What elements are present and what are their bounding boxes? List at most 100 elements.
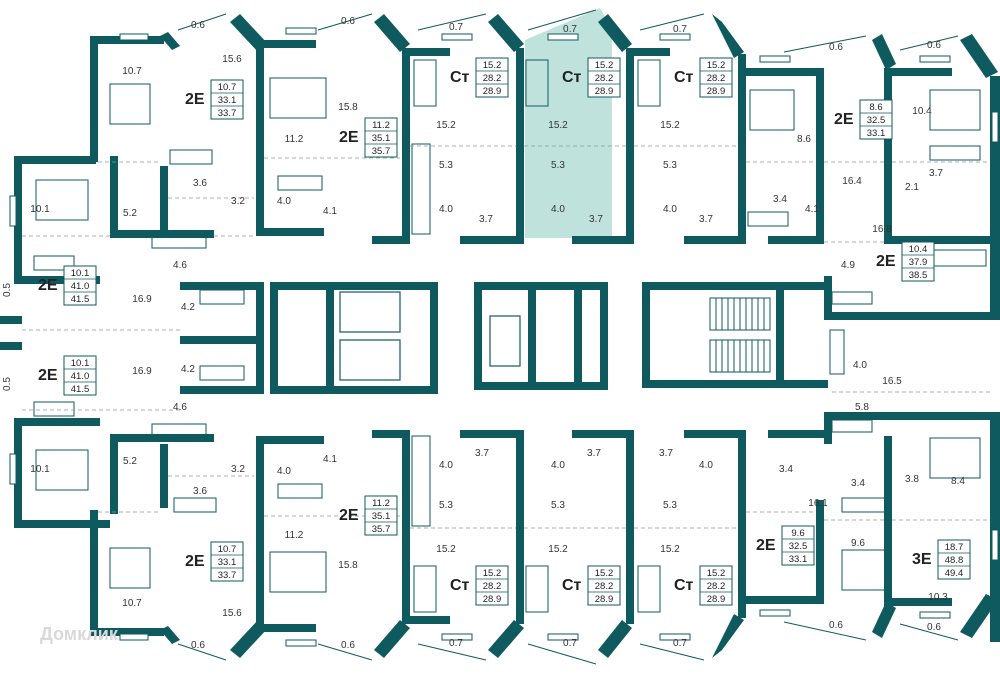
wall bbox=[14, 158, 22, 282]
room-area-label: 16.9 bbox=[132, 294, 152, 305]
room-area-label: 0.6 bbox=[927, 40, 941, 51]
wall bbox=[824, 412, 1000, 420]
room-area-label: 9.6 bbox=[851, 538, 865, 549]
wall bbox=[110, 156, 118, 232]
total-area-with-balcony: 28.9 bbox=[707, 594, 726, 605]
wall bbox=[180, 282, 256, 290]
wall bbox=[824, 412, 832, 444]
wall bbox=[270, 386, 438, 394]
total-area-with-balcony: 41.5 bbox=[71, 294, 90, 305]
room-area-label: 16.4 bbox=[842, 176, 862, 187]
unit-type-code: 2Е bbox=[38, 277, 58, 294]
room-area-label: 4.6 bbox=[173, 260, 187, 271]
unit-area-box bbox=[364, 495, 398, 536]
living-area: 10.7 bbox=[218, 82, 237, 93]
room-area-label: 4.0 bbox=[439, 204, 453, 215]
wall bbox=[738, 430, 746, 618]
wall bbox=[160, 626, 180, 644]
total-area: 28.2 bbox=[707, 581, 726, 592]
highlighted-apartment bbox=[525, 8, 612, 238]
living-area: 15.2 bbox=[707, 60, 726, 71]
unit-type-code: Ст bbox=[562, 69, 582, 86]
room-area-label: 3.7 bbox=[587, 448, 601, 459]
wall bbox=[160, 32, 180, 50]
fixtures bbox=[33, 59, 987, 613]
living-area: 10.1 bbox=[71, 268, 90, 279]
room-area-label: 10.7 bbox=[122, 598, 142, 609]
unit-area-box bbox=[937, 539, 971, 580]
room-area-label: 15.2 bbox=[660, 120, 680, 131]
wall bbox=[572, 236, 634, 244]
room-area-label: 4.9 bbox=[841, 260, 855, 271]
wall bbox=[460, 430, 524, 438]
elevator-shaft bbox=[339, 291, 401, 333]
wall bbox=[528, 282, 536, 390]
wall bbox=[642, 380, 828, 388]
wall bbox=[110, 434, 214, 442]
wall bbox=[90, 628, 164, 636]
room-area-label: 11.2 bbox=[285, 530, 304, 541]
wall bbox=[684, 430, 746, 438]
wall bbox=[180, 336, 256, 344]
unit-type-code: 3Е bbox=[912, 551, 932, 568]
wall bbox=[90, 36, 98, 162]
living-area: 15.2 bbox=[483, 568, 502, 579]
wall bbox=[0, 342, 22, 350]
room-area-label: 3.7 bbox=[659, 448, 673, 459]
wall bbox=[402, 48, 410, 242]
wall bbox=[598, 620, 632, 658]
unit-area-box bbox=[587, 57, 621, 98]
room-area-label: 10.3 bbox=[928, 592, 948, 603]
room-area-label: 3.7 bbox=[475, 448, 489, 459]
room-area-label: 3.7 bbox=[479, 214, 493, 225]
wall bbox=[776, 282, 784, 388]
room-area-label: 15.2 bbox=[548, 120, 568, 131]
wall bbox=[374, 14, 410, 52]
wall bbox=[634, 48, 670, 56]
room-area-label: 4.1 bbox=[323, 454, 337, 465]
wall bbox=[990, 76, 1000, 242]
wall bbox=[270, 282, 278, 394]
total-area: 28.2 bbox=[595, 581, 614, 592]
total-area-with-balcony: 38.5 bbox=[909, 270, 928, 281]
living-area: 15.2 bbox=[483, 60, 502, 71]
room-area-label: 3.2 bbox=[231, 464, 245, 475]
room-area-label: 5.2 bbox=[123, 208, 137, 219]
unit-area-box bbox=[699, 565, 733, 606]
living-area: 15.2 bbox=[595, 60, 614, 71]
wall bbox=[474, 382, 608, 390]
room-area-label: 0.7 bbox=[449, 22, 463, 33]
total-area-with-balcony: 28.9 bbox=[595, 594, 614, 605]
living-area: 15.2 bbox=[595, 568, 614, 579]
total-area-with-balcony: 35.7 bbox=[372, 146, 391, 157]
unit-area-box bbox=[63, 355, 97, 396]
total-area-with-balcony: 28.9 bbox=[483, 594, 502, 605]
room-area-label: 8.4 bbox=[951, 476, 965, 487]
room-area-label: 15.6 bbox=[222, 54, 242, 65]
wall bbox=[574, 282, 582, 390]
living-area: 9.6 bbox=[791, 528, 804, 539]
wall bbox=[14, 276, 100, 284]
room-area-label: 16.9 bbox=[132, 366, 152, 377]
room-area-label: 5.3 bbox=[439, 500, 453, 511]
unit-type-code: 2Е bbox=[339, 507, 359, 524]
room-area-label: 4.2 bbox=[181, 302, 195, 313]
room-area-label: 0.7 bbox=[673, 24, 687, 35]
wall bbox=[488, 14, 524, 52]
staircase bbox=[709, 297, 771, 373]
wall bbox=[270, 282, 438, 290]
wall bbox=[474, 282, 608, 290]
wall bbox=[712, 14, 744, 58]
wall bbox=[600, 282, 608, 390]
unit-area-box bbox=[364, 117, 398, 158]
wall bbox=[712, 614, 744, 658]
room-area-label: 16.5 bbox=[882, 376, 902, 387]
room-area-label: 4.0 bbox=[277, 196, 291, 207]
unit-type-code: Ст bbox=[450, 69, 470, 86]
total-area: 28.2 bbox=[595, 73, 614, 84]
room-area-label: 10.7 bbox=[122, 66, 142, 77]
